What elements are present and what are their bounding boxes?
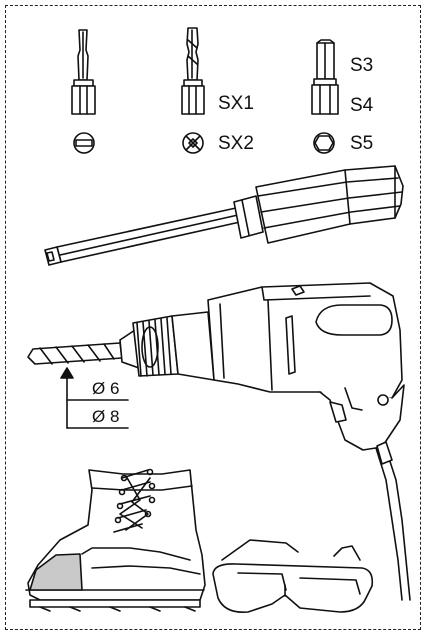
screwdriver-icon [44, 165, 404, 266]
safety-boot-icon [25, 468, 206, 612]
slotted-symbol-icon [73, 132, 95, 154]
phillips-symbol-icon [182, 132, 204, 154]
bit-label-s4: S4 [350, 95, 374, 116]
bit-label-s5: S5 [350, 133, 374, 154]
drill-icon [27, 282, 411, 601]
bit-label-sx1: SX1 [218, 93, 254, 114]
slotted-bit-icon [71, 29, 96, 115]
diameter-label-6: Ø 6 [92, 379, 120, 398]
diameter-label-8: Ø 8 [92, 407, 120, 426]
hex-bit-icon [311, 39, 339, 115]
safety-glasses-icon [212, 539, 374, 614]
bit-label-s3: S3 [350, 55, 374, 76]
dashed-border-frame [5, 5, 421, 630]
hex-symbol-icon [313, 132, 335, 154]
bit-label-sx2: SX2 [218, 133, 254, 154]
phillips-bit-icon [181, 27, 205, 115]
diameter-indicator [60, 367, 129, 429]
